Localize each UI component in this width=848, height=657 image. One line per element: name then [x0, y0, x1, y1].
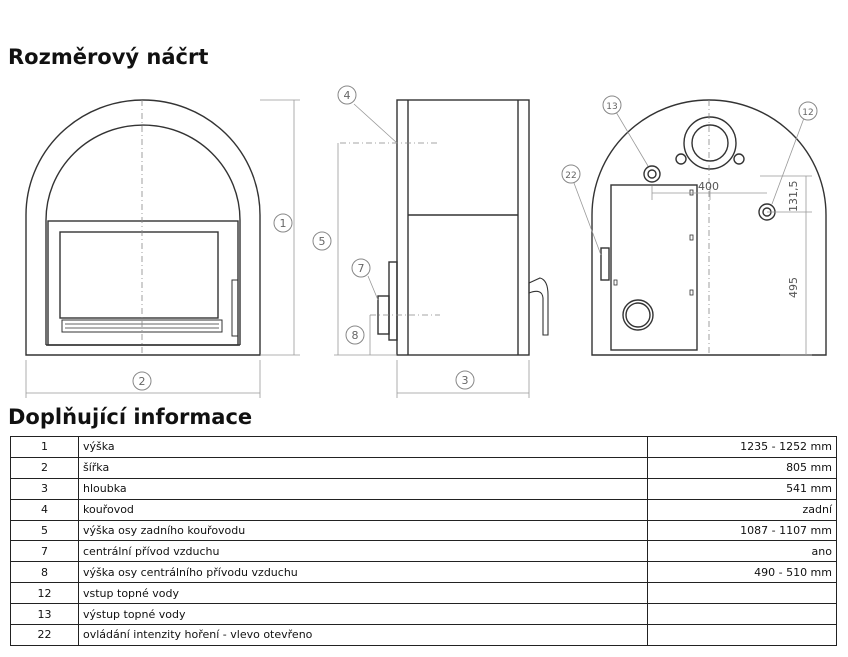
side-handle [528, 277, 549, 336]
row-value: 541 mm [647, 477, 837, 500]
back-outline [591, 99, 827, 356]
row-value: 490 - 510 mm [647, 561, 837, 584]
flue-outlet [683, 116, 737, 170]
row-value: 805 mm [647, 456, 837, 479]
row-number: 1 [10, 436, 79, 458]
dimension-495: 495 [787, 277, 800, 298]
side-body [396, 99, 530, 356]
callout-12: 12 [802, 108, 813, 118]
callout-4: 4 [344, 89, 351, 102]
section-title-info: Doplňující informace [8, 405, 253, 429]
row-label: hloubka [78, 477, 648, 500]
front-glass [59, 231, 219, 319]
callout-5: 5 [319, 235, 326, 248]
row-number: 7 [10, 540, 79, 563]
row-label: vstup topné vody [78, 582, 648, 605]
row-value [647, 603, 837, 626]
row-number: 12 [10, 582, 79, 605]
front-inner-arch [45, 124, 241, 221]
callout-8: 8 [352, 329, 359, 342]
row-value: zadní [647, 498, 837, 521]
callout-7: 7 [358, 262, 365, 275]
front-door [47, 220, 239, 346]
water-outlet [643, 165, 661, 183]
row-value: ano [647, 540, 837, 563]
row-label: výška osy zadního kouřovodu [78, 519, 648, 542]
row-number: 8 [10, 561, 79, 584]
row-value [647, 582, 837, 605]
row-number: 5 [10, 519, 79, 542]
row-value: 1235 - 1252 mm [647, 436, 837, 458]
row-number: 22 [10, 624, 79, 646]
row-label: centrální přívod vzduchu [78, 540, 648, 563]
row-label: výška osy centrálního přívodu vzduchu [78, 561, 648, 584]
row-number: 4 [10, 498, 79, 521]
callout-2: 2 [139, 375, 146, 388]
callout-13: 13 [606, 102, 617, 112]
front-handle [231, 279, 239, 337]
callout-22: 22 [565, 171, 576, 181]
row-label: kouřovod [78, 498, 648, 521]
section-title-sketch: Rozměrový náčrt [8, 45, 209, 69]
air-control [600, 247, 610, 281]
row-label: šířka [78, 456, 648, 479]
air-inlet-back [622, 299, 654, 331]
row-value [647, 624, 837, 646]
dimension-131-5: 131,5 [787, 181, 800, 213]
row-label: výstup topné vody [78, 603, 648, 626]
back-panel [610, 184, 698, 351]
row-number: 3 [10, 477, 79, 500]
front-outer-outline [25, 99, 261, 356]
row-label: ovládání intenzity hoření - vlevo otevře… [78, 624, 648, 646]
callout-3: 3 [462, 374, 469, 387]
row-number: 2 [10, 456, 79, 479]
row-value: 1087 - 1107 mm [647, 519, 837, 542]
dimension-drawing: 400 131,5 495 1 2 3 4 5 7 8 12 13 22 [25, 85, 827, 398]
row-number: 13 [10, 603, 79, 626]
callout-1: 1 [280, 217, 287, 230]
dimension-400: 400 [698, 180, 719, 193]
row-label: výška [78, 436, 648, 458]
side-air-inlet [388, 261, 398, 341]
